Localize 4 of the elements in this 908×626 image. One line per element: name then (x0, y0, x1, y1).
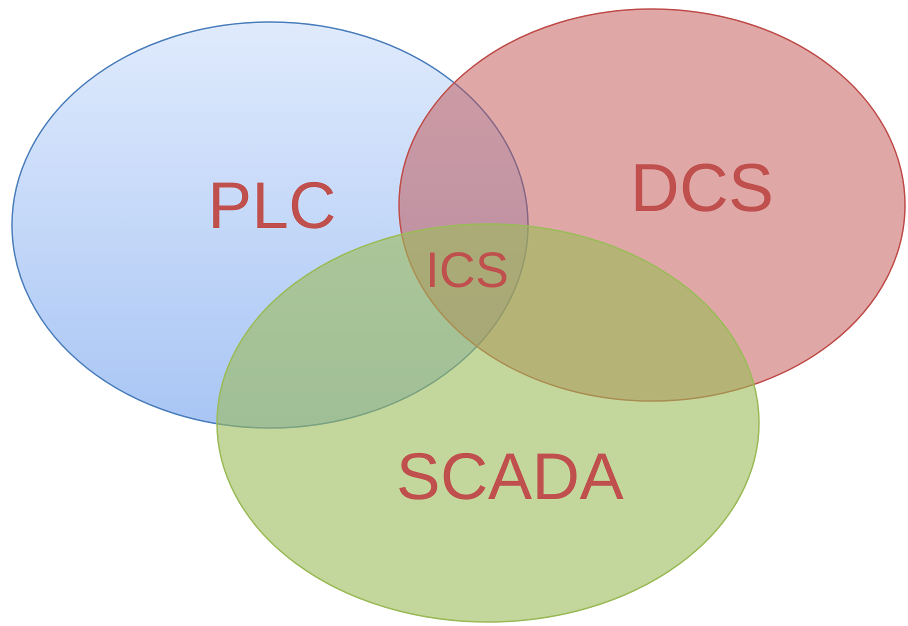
set-label: SCADA (396, 443, 624, 509)
intersection-label: ICS (425, 245, 509, 295)
set-label: DCS (630, 154, 774, 222)
set-label: PLC (208, 172, 336, 238)
